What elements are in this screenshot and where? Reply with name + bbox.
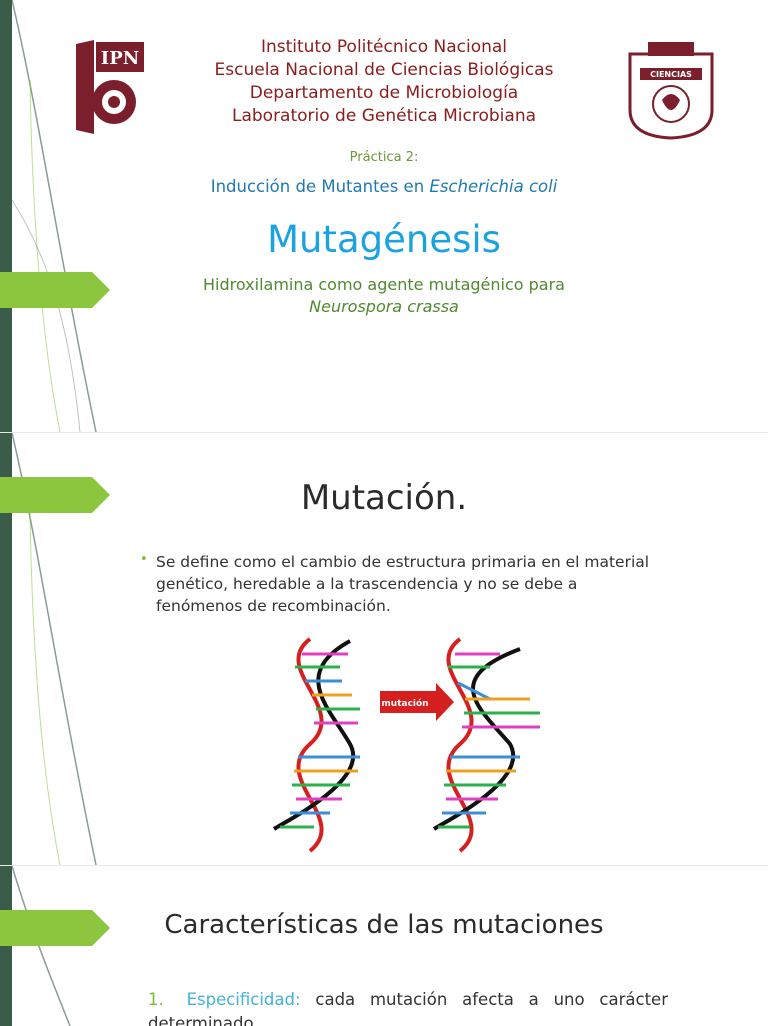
- bullet-text: Se define como el cambio de estructura p…: [156, 553, 650, 615]
- slide-title: Características de las mutaciones: [164, 910, 604, 940]
- dna-helix-right: [432, 637, 540, 853]
- green-arrow-marker: [0, 477, 110, 513]
- species-name: Escherichia coli: [429, 177, 558, 196]
- dna-helix-left: [272, 637, 360, 853]
- decorative-lines: [11, 866, 71, 1026]
- institution-line: Escuela Nacional de Ciencias Biológicas: [214, 60, 554, 80]
- list-item: 1. Especificidad: cada mutación afecta a…: [148, 988, 668, 1026]
- dna-helix-illustration: mutación: [272, 637, 540, 853]
- slide-main-title: Mutagénesis: [267, 218, 501, 261]
- institution-line: Laboratorio de Genética Microbiana: [231, 106, 537, 126]
- subtitle-species: Neurospora crassa: [309, 297, 459, 316]
- list-number: 1.: [148, 990, 164, 1009]
- institution-block: Instituto Politécnico Nacional Escuela N…: [0, 36, 768, 128]
- slide-subtitle: Hidroxilamina como agente mutagénico par…: [0, 274, 768, 318]
- subtitle-line: Hidroxilamina como agente mutagénico par…: [203, 275, 565, 294]
- encb-seal-icon: CIENCIAS: [628, 42, 714, 140]
- practice-title: Inducción de Mutantes en Escherichia col…: [0, 177, 768, 196]
- slide-title: Mutación.: [300, 478, 468, 518]
- institution-line: Instituto Politécnico Nacional: [260, 37, 508, 57]
- svg-text:CIENCIAS: CIENCIAS: [650, 70, 692, 79]
- slide-left-bar: [0, 866, 12, 1026]
- bullet-dot-icon: •: [140, 552, 148, 567]
- green-arrow-marker: [0, 910, 110, 946]
- slide-left-bar: [0, 0, 12, 432]
- list-term: Especificidad:: [186, 990, 301, 1009]
- dna-mutation-diagram: mutación: [250, 629, 572, 860]
- slide-caracteristicas: Características de las mutaciones 1. Esp…: [0, 866, 768, 1026]
- practice-number: Práctica 2:: [349, 150, 419, 165]
- slide-title: IPN CIENCIAS Instituto Politécnico Nacio…: [0, 0, 768, 432]
- bullet-item: • Se define como el cambio de estructura…: [140, 551, 660, 617]
- svg-text:IPN: IPN: [101, 48, 139, 69]
- slide-mutacion: Mutación. • Se define como el cambio de …: [0, 433, 768, 865]
- practice-title-prefix: Inducción de Mutantes en: [210, 177, 430, 196]
- ipn-logo-icon: IPN: [68, 40, 144, 134]
- slide-left-bar: [0, 433, 12, 865]
- institution-line: Departamento de Microbiología: [249, 83, 519, 103]
- list-text: cada mutación afecta a uno carácter dete…: [148, 990, 668, 1026]
- green-arrow-marker: [0, 272, 110, 308]
- mutation-arrow-icon: mutación: [380, 683, 454, 721]
- mutation-label: mutación: [381, 698, 428, 709]
